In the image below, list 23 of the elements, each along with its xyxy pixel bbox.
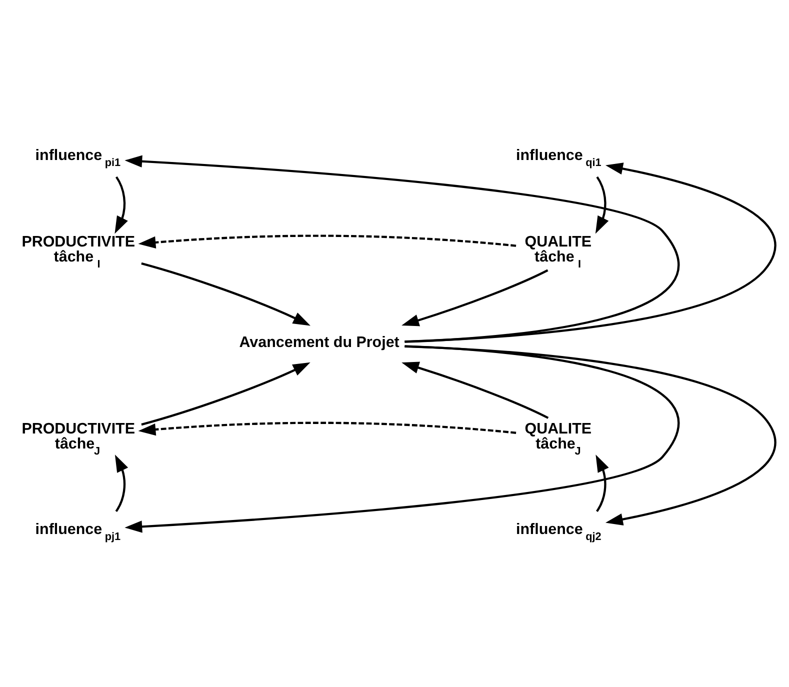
- node-text: influence $_{pi1}$: [35, 146, 121, 168]
- node-text: QUALITE tâche $_{I}$: [524, 232, 592, 270]
- arrow: [138, 234, 516, 248]
- node-text: Avancement du Projet: [239, 333, 400, 350]
- arrow: [404, 344, 776, 525]
- arrow: [595, 176, 609, 234]
- arrow: [138, 421, 516, 436]
- node-text: influence $_{qi1}$: [516, 146, 602, 168]
- arrow: [141, 262, 310, 326]
- arrow: [124, 154, 679, 342]
- arrow: [141, 362, 310, 426]
- arrow: [402, 361, 549, 418]
- arrow: [402, 268, 548, 326]
- arrow: [596, 454, 609, 512]
- node-text: influence $_{qj2}$: [516, 520, 602, 543]
- arrow: [114, 176, 128, 234]
- arrow: [124, 344, 679, 532]
- node-text: influence $_{pj1}$: [35, 520, 121, 543]
- node-text: PRODUCTIVITE tâche $_{I}$: [22, 232, 136, 270]
- arrow: [114, 454, 128, 512]
- node-text: QUALITE tâche$_{J}$: [524, 420, 592, 458]
- arrow: [404, 162, 776, 342]
- node-text: PRODUCTIVITE tâche$_{J}$: [22, 420, 136, 458]
